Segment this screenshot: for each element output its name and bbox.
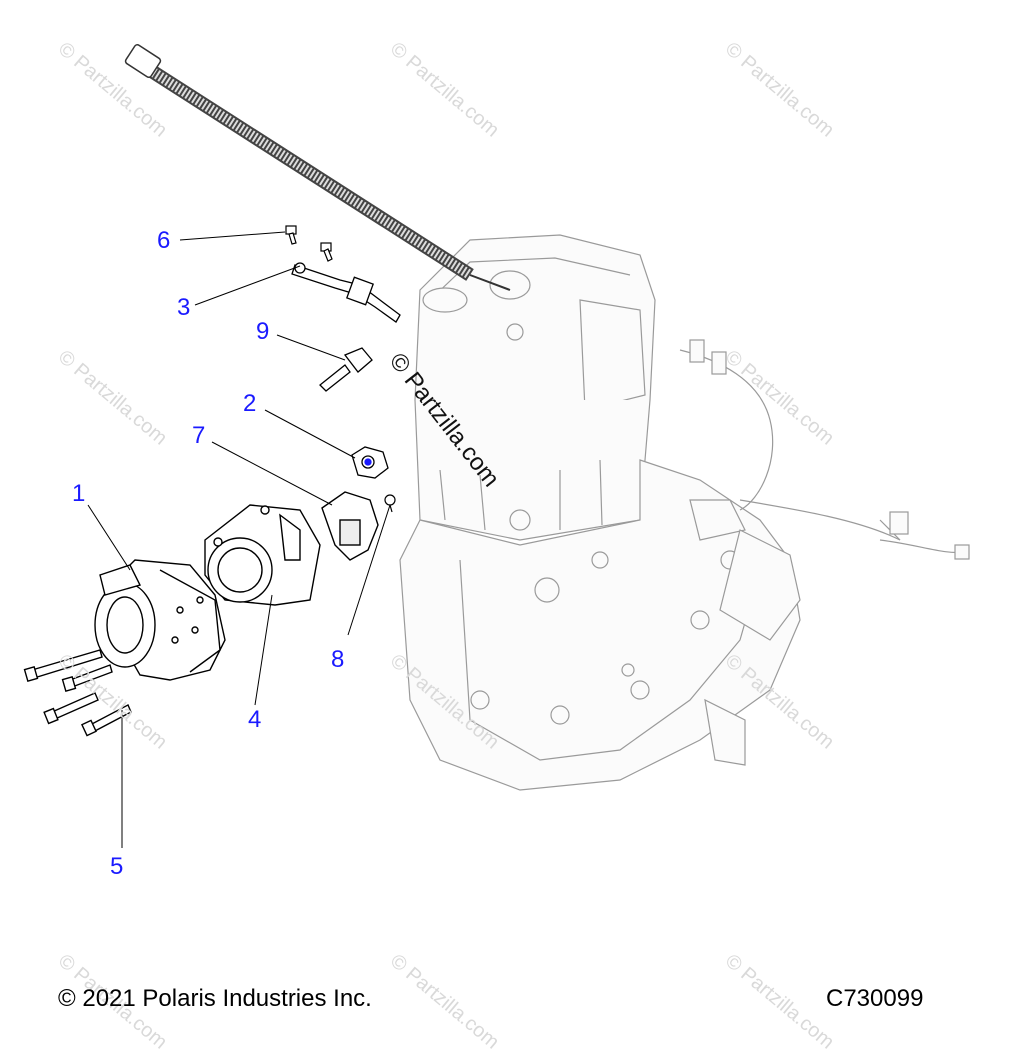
part-7-sensor — [321, 491, 379, 561]
part-3-clamp — [291, 262, 401, 323]
part-1-throttle-body — [94, 559, 226, 681]
callout-1: 1 — [72, 480, 86, 507]
braided-hose — [124, 44, 511, 291]
part-6-bolts — [285, 225, 333, 262]
diagram-code: C730099 — [826, 985, 924, 1012]
callout-9: 9 — [256, 318, 270, 345]
callout-4: 4 — [248, 706, 262, 733]
callout-7: 7 — [192, 422, 206, 449]
parts-diagram — [23, 44, 970, 848]
part-2-fitting — [351, 446, 389, 479]
leader-lines — [87, 231, 391, 848]
part-9-temp-sensor — [319, 347, 373, 392]
part-4-intake-adapter — [204, 504, 321, 606]
engine-assembly — [399, 234, 970, 791]
callout-3: 3 — [177, 294, 191, 321]
copyright-text: © 2021 Polaris Industries Inc. — [58, 985, 372, 1012]
callout-8: 8 — [331, 646, 345, 673]
callout-2: 2 — [243, 390, 257, 417]
part-8-screw — [384, 494, 396, 513]
callout-5: 5 — [110, 853, 124, 880]
callout-6: 6 — [157, 227, 171, 254]
part-5-bolts — [23, 649, 132, 737]
